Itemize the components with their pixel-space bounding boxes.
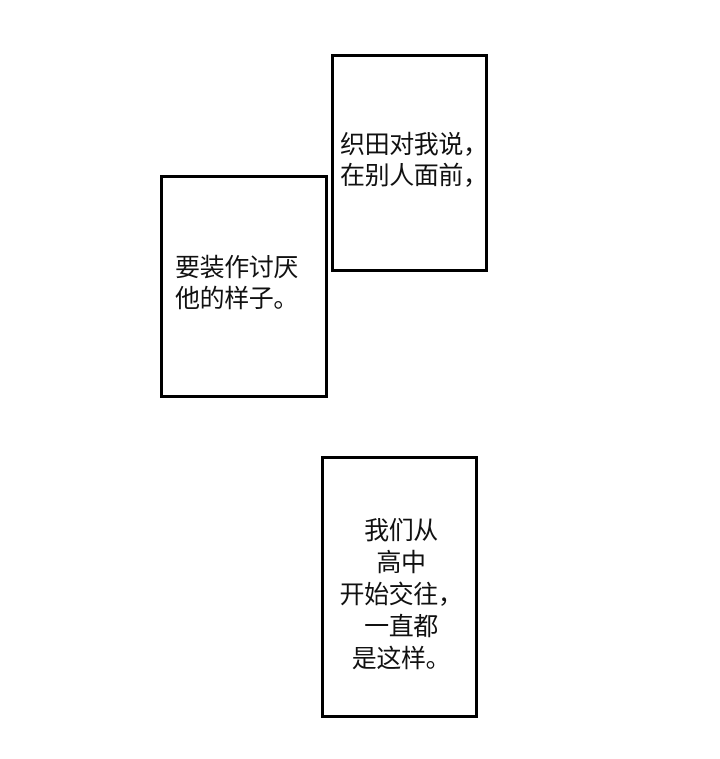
comic-panel-2: 要装作讨厌 他的样子。 <box>160 175 328 398</box>
panel-3-dialogue-text: 我们从 高中 开始交往， 一直都 是这样。 <box>339 516 463 673</box>
panel-1-dialogue-text: 织田对我说， 在别人面前， <box>340 130 488 190</box>
comic-panel-3: 我们从 高中 开始交往， 一直都 是这样。 <box>321 456 478 718</box>
panel-2-dialogue-text: 要装作讨厌 他的样子。 <box>175 253 299 313</box>
comic-panel-1: 织田对我说， 在别人面前， <box>331 54 488 272</box>
